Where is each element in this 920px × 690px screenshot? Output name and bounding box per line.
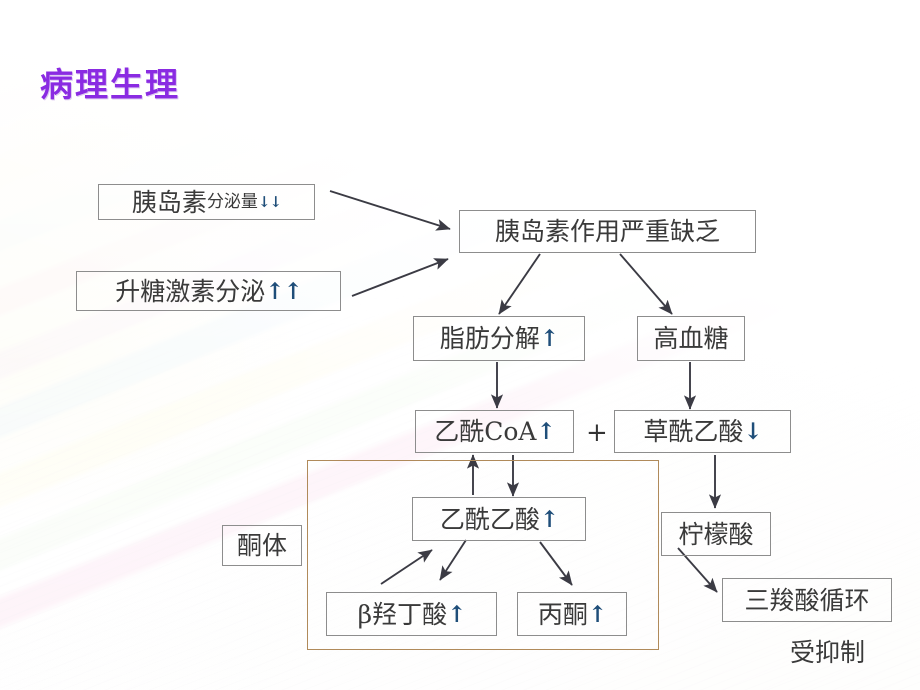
suppressed-label: 受抑制	[790, 638, 866, 667]
up-arrow-icon: ↑	[536, 418, 555, 445]
insulin-deficiency-label: 胰岛素作用严重缺乏	[494, 217, 720, 246]
ketone-label: 酮体	[236, 531, 287, 560]
node-citrate[interactable]: 柠檬酸	[661, 512, 771, 556]
node-insulin-deficiency[interactable]: 胰岛素作用严重缺乏	[459, 210, 756, 253]
hyperglycemia-label: 高血糖	[653, 324, 729, 353]
citrate-label: 柠檬酸	[678, 519, 754, 549]
node-acetone[interactable]: 丙酮 ↑	[517, 592, 627, 636]
up-arrow-icon: ↑	[587, 600, 607, 628]
page-title: 病理生理	[40, 65, 180, 104]
lipolysis-label: 脂肪分解	[439, 324, 540, 353]
acetone-label: 丙酮	[537, 599, 588, 629]
up-arrow-icon: ↑	[539, 505, 559, 533]
glucagon-main: 升糖激素分泌	[115, 276, 266, 306]
insulin-secretion-main: 胰岛素	[131, 187, 207, 217]
up-arrow-icon: ↑↑	[265, 277, 303, 305]
beta-hydroxybutyrate-label: β羟丁酸	[357, 599, 448, 629]
node-acetyl-coa[interactable]: 乙酰CoA ↑	[415, 410, 574, 453]
ketone-bodies-group-box	[307, 460, 659, 650]
arrow-glucagon-to-deficiency	[351, 258, 449, 297]
node-beta-hydroxybutyrate[interactable]: β羟丁酸 ↑	[326, 592, 497, 636]
node-lipolysis[interactable]: 脂肪分解 ↑	[413, 316, 585, 361]
plus-sign: +	[586, 418, 608, 448]
oxaloacetate-label: 草酰乙酸	[643, 417, 744, 446]
acetoacetate-label: 乙酰乙酸	[439, 504, 540, 534]
tca-cycle-label: 三羧酸循环	[744, 585, 870, 615]
up-arrow-icon: ↑	[539, 325, 559, 352]
insulin-secretion-sub: 分泌量	[206, 191, 258, 212]
arrow-deficiency-to-hyperglycemia	[619, 253, 673, 315]
node-acetoacetate[interactable]: 乙酰乙酸 ↑	[412, 497, 586, 541]
down-arrow-icon: ↓↓	[257, 192, 282, 211]
node-hyperglycemia[interactable]: 高血糖	[637, 316, 745, 361]
up-arrow-icon: ↑	[447, 600, 466, 628]
arrow-deficiency-to-lipolysis	[498, 253, 541, 315]
node-insulin-secretion[interactable]: 胰岛素 分泌量 ↓↓	[98, 184, 315, 220]
node-ketone-label[interactable]: 酮体	[222, 525, 302, 566]
node-oxaloacetate[interactable]: 草酰乙酸 ↓	[614, 410, 791, 453]
node-tca-cycle[interactable]: 三羧酸循环	[722, 578, 892, 622]
arrow-insulin-to-deficiency	[329, 190, 451, 231]
node-glucagon[interactable]: 升糖激素分泌 ↑↑	[76, 271, 341, 311]
acetyl-coa-label: 乙酰CoA	[434, 417, 537, 446]
down-arrow-icon: ↓	[743, 418, 762, 445]
